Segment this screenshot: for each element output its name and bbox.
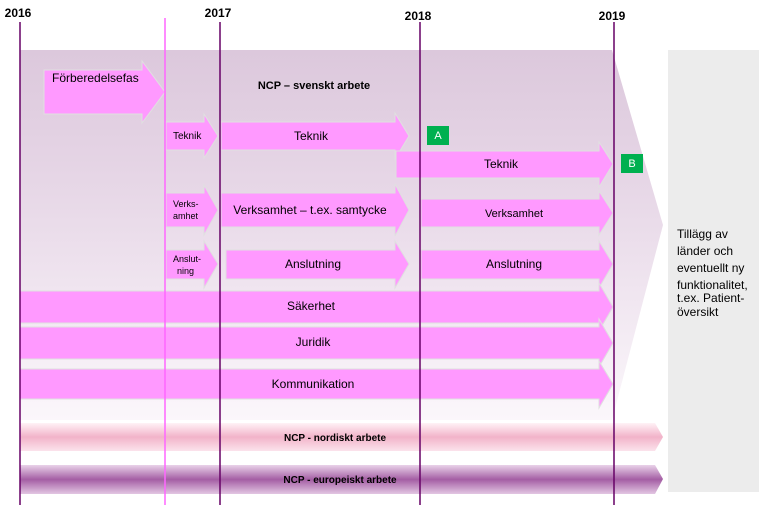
svg-text:B: B (628, 158, 635, 170)
svg-text:A: A (434, 130, 442, 142)
anslutning-main-label: Anslutning (285, 257, 341, 271)
sakerhet-label: Säkerhet (287, 299, 336, 313)
sakerhet-arrow: Säkerhet (19, 281, 614, 333)
kommunikation-arrow: Kommunikation (19, 359, 614, 410)
kommunikation-label: Kommunikation (272, 377, 355, 391)
forberedelse-arrow: Förberedelsefas (43, 59, 166, 125)
juridik-arrow: Juridik (19, 317, 614, 369)
verksamhet-short-label-2: amhet (173, 211, 199, 221)
anslutning-cont-label: Anslutning (486, 257, 542, 271)
year-label-2016: 2016 (5, 6, 32, 20)
svg-text:t.ex. Patient-: t.ex. Patient- (677, 291, 744, 305)
verksamhet-cont-label: Verksamhet (485, 208, 543, 220)
teknik-short-label: Teknik (173, 131, 202, 142)
svg-text:översikt: översikt (677, 305, 719, 319)
year-label-2017: 2017 (205, 6, 232, 20)
anslutning-short-label-1: Anslut- (173, 254, 201, 264)
teknik-cont-label: Teknik (484, 157, 519, 171)
europeiskt-band: NCP - europeiskt arbete (20, 465, 663, 494)
future-text: Tillägg av länder och eventuellt ny funk… (677, 227, 748, 319)
milestone-a: A (427, 126, 449, 145)
teknik-main-label: Teknik (294, 129, 329, 143)
svg-text:Tillägg av: Tillägg av (677, 227, 728, 241)
anslutning-short-arrow: Anslut- ning (165, 239, 219, 290)
anslutning-short-label-2: ning (177, 266, 194, 276)
svg-text:funktionalitet,: funktionalitet, (677, 278, 748, 292)
teknik-cont-arrow: Teknik (395, 140, 614, 189)
phase-title: NCP – svenskt arbete (258, 80, 370, 92)
juridik-label: Juridik (296, 335, 332, 349)
future-box (668, 50, 759, 492)
europeiskt-label: NCP - europeiskt arbete (283, 475, 397, 486)
verksamhet-cont-arrow: Verksamhet (420, 189, 614, 237)
teknik-main-arrow: Teknik (220, 111, 410, 161)
verksamhet-main-arrow: Verksamhet – t.ex. samtycke (220, 183, 410, 237)
forberedelse-label: Förberedelsefas (52, 71, 139, 85)
svg-text:länder och: länder och (677, 244, 733, 258)
anslutning-cont-arrow: Anslutning (420, 239, 614, 290)
verksamhet-main-label: Verksamhet – t.ex. samtycke (233, 203, 387, 217)
anslutning-main-arrow: Anslutning (225, 239, 410, 290)
year-label-2018: 2018 (405, 9, 432, 23)
milestone-b: B (621, 154, 643, 173)
verksamhet-short-label-1: Verks- (173, 199, 199, 209)
nordiskt-label: NCP - nordiskt arbete (284, 433, 386, 444)
year-label-2019: 2019 (599, 9, 626, 23)
teknik-short-arrow: Teknik (165, 112, 219, 160)
nordiskt-band: NCP - nordiskt arbete (20, 423, 663, 451)
svg-text:eventuellt ny: eventuellt ny (677, 261, 744, 275)
verksamhet-short-arrow: Verks- amhet (165, 183, 219, 237)
